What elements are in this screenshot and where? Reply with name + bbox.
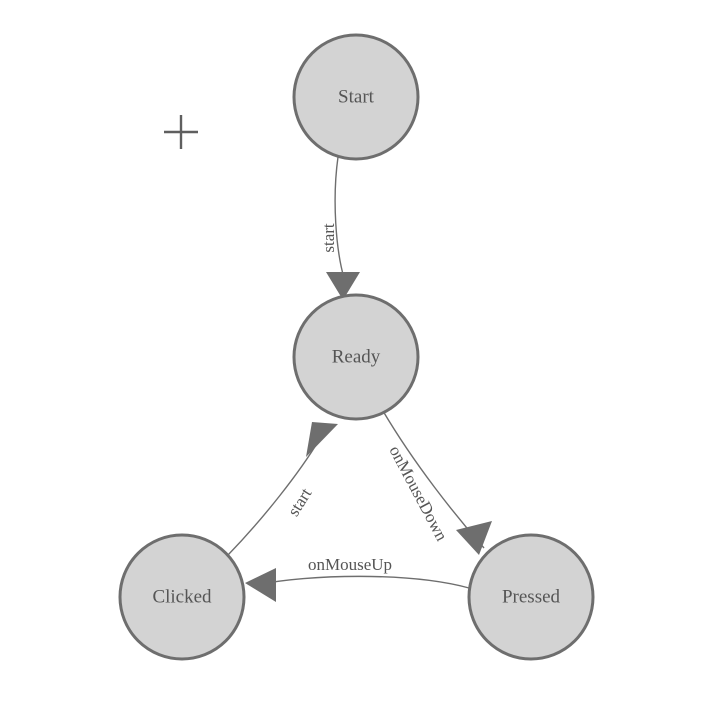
node-pressed[interactable]: Pressed — [467, 533, 595, 661]
arrowhead-into-pressed — [456, 521, 492, 555]
edge-start-to-ready[interactable]: start — [319, 156, 360, 300]
nodes-layer: Start Ready Clicked Pressed — [118, 33, 595, 661]
node-label-start: Start — [338, 86, 375, 107]
node-label-clicked: Clicked — [152, 586, 212, 607]
edge-label-ready-to-pressed: onMouseDown — [385, 443, 451, 545]
node-label-pressed: Pressed — [502, 586, 561, 607]
edge-ready-to-pressed[interactable]: onMouseDown — [382, 410, 492, 555]
node-circle-pressed[interactable] — [467, 533, 595, 661]
node-start[interactable]: Start — [292, 33, 420, 161]
node-clicked[interactable]: Clicked — [118, 533, 246, 661]
edge-clicked-to-ready[interactable]: start — [227, 422, 338, 556]
edge-label-start-to-ready: start — [319, 223, 338, 253]
edge-label-pressed-to-clicked: onMouseUp — [308, 555, 392, 574]
edge-path-clicked-to-ready — [227, 439, 320, 556]
plus-marker[interactable] — [164, 115, 198, 149]
edge-pressed-to-clicked[interactable]: onMouseUp — [245, 555, 470, 602]
node-circle-start[interactable] — [292, 33, 420, 161]
arrowhead-into-clicked — [245, 568, 276, 602]
node-label-ready: Ready — [332, 346, 381, 367]
markers-layer — [164, 115, 198, 149]
edge-path-start-to-ready — [334, 156, 345, 279]
node-circle-ready[interactable] — [292, 293, 420, 421]
arrowhead-into-ready-top — [326, 272, 360, 300]
arrowhead-into-ready-bottom — [306, 422, 338, 457]
edge-path-pressed-to-clicked — [255, 575, 470, 589]
node-ready[interactable]: Ready — [292, 293, 420, 421]
edge-label-clicked-to-ready: start — [284, 484, 316, 519]
node-circle-clicked[interactable] — [118, 533, 246, 661]
